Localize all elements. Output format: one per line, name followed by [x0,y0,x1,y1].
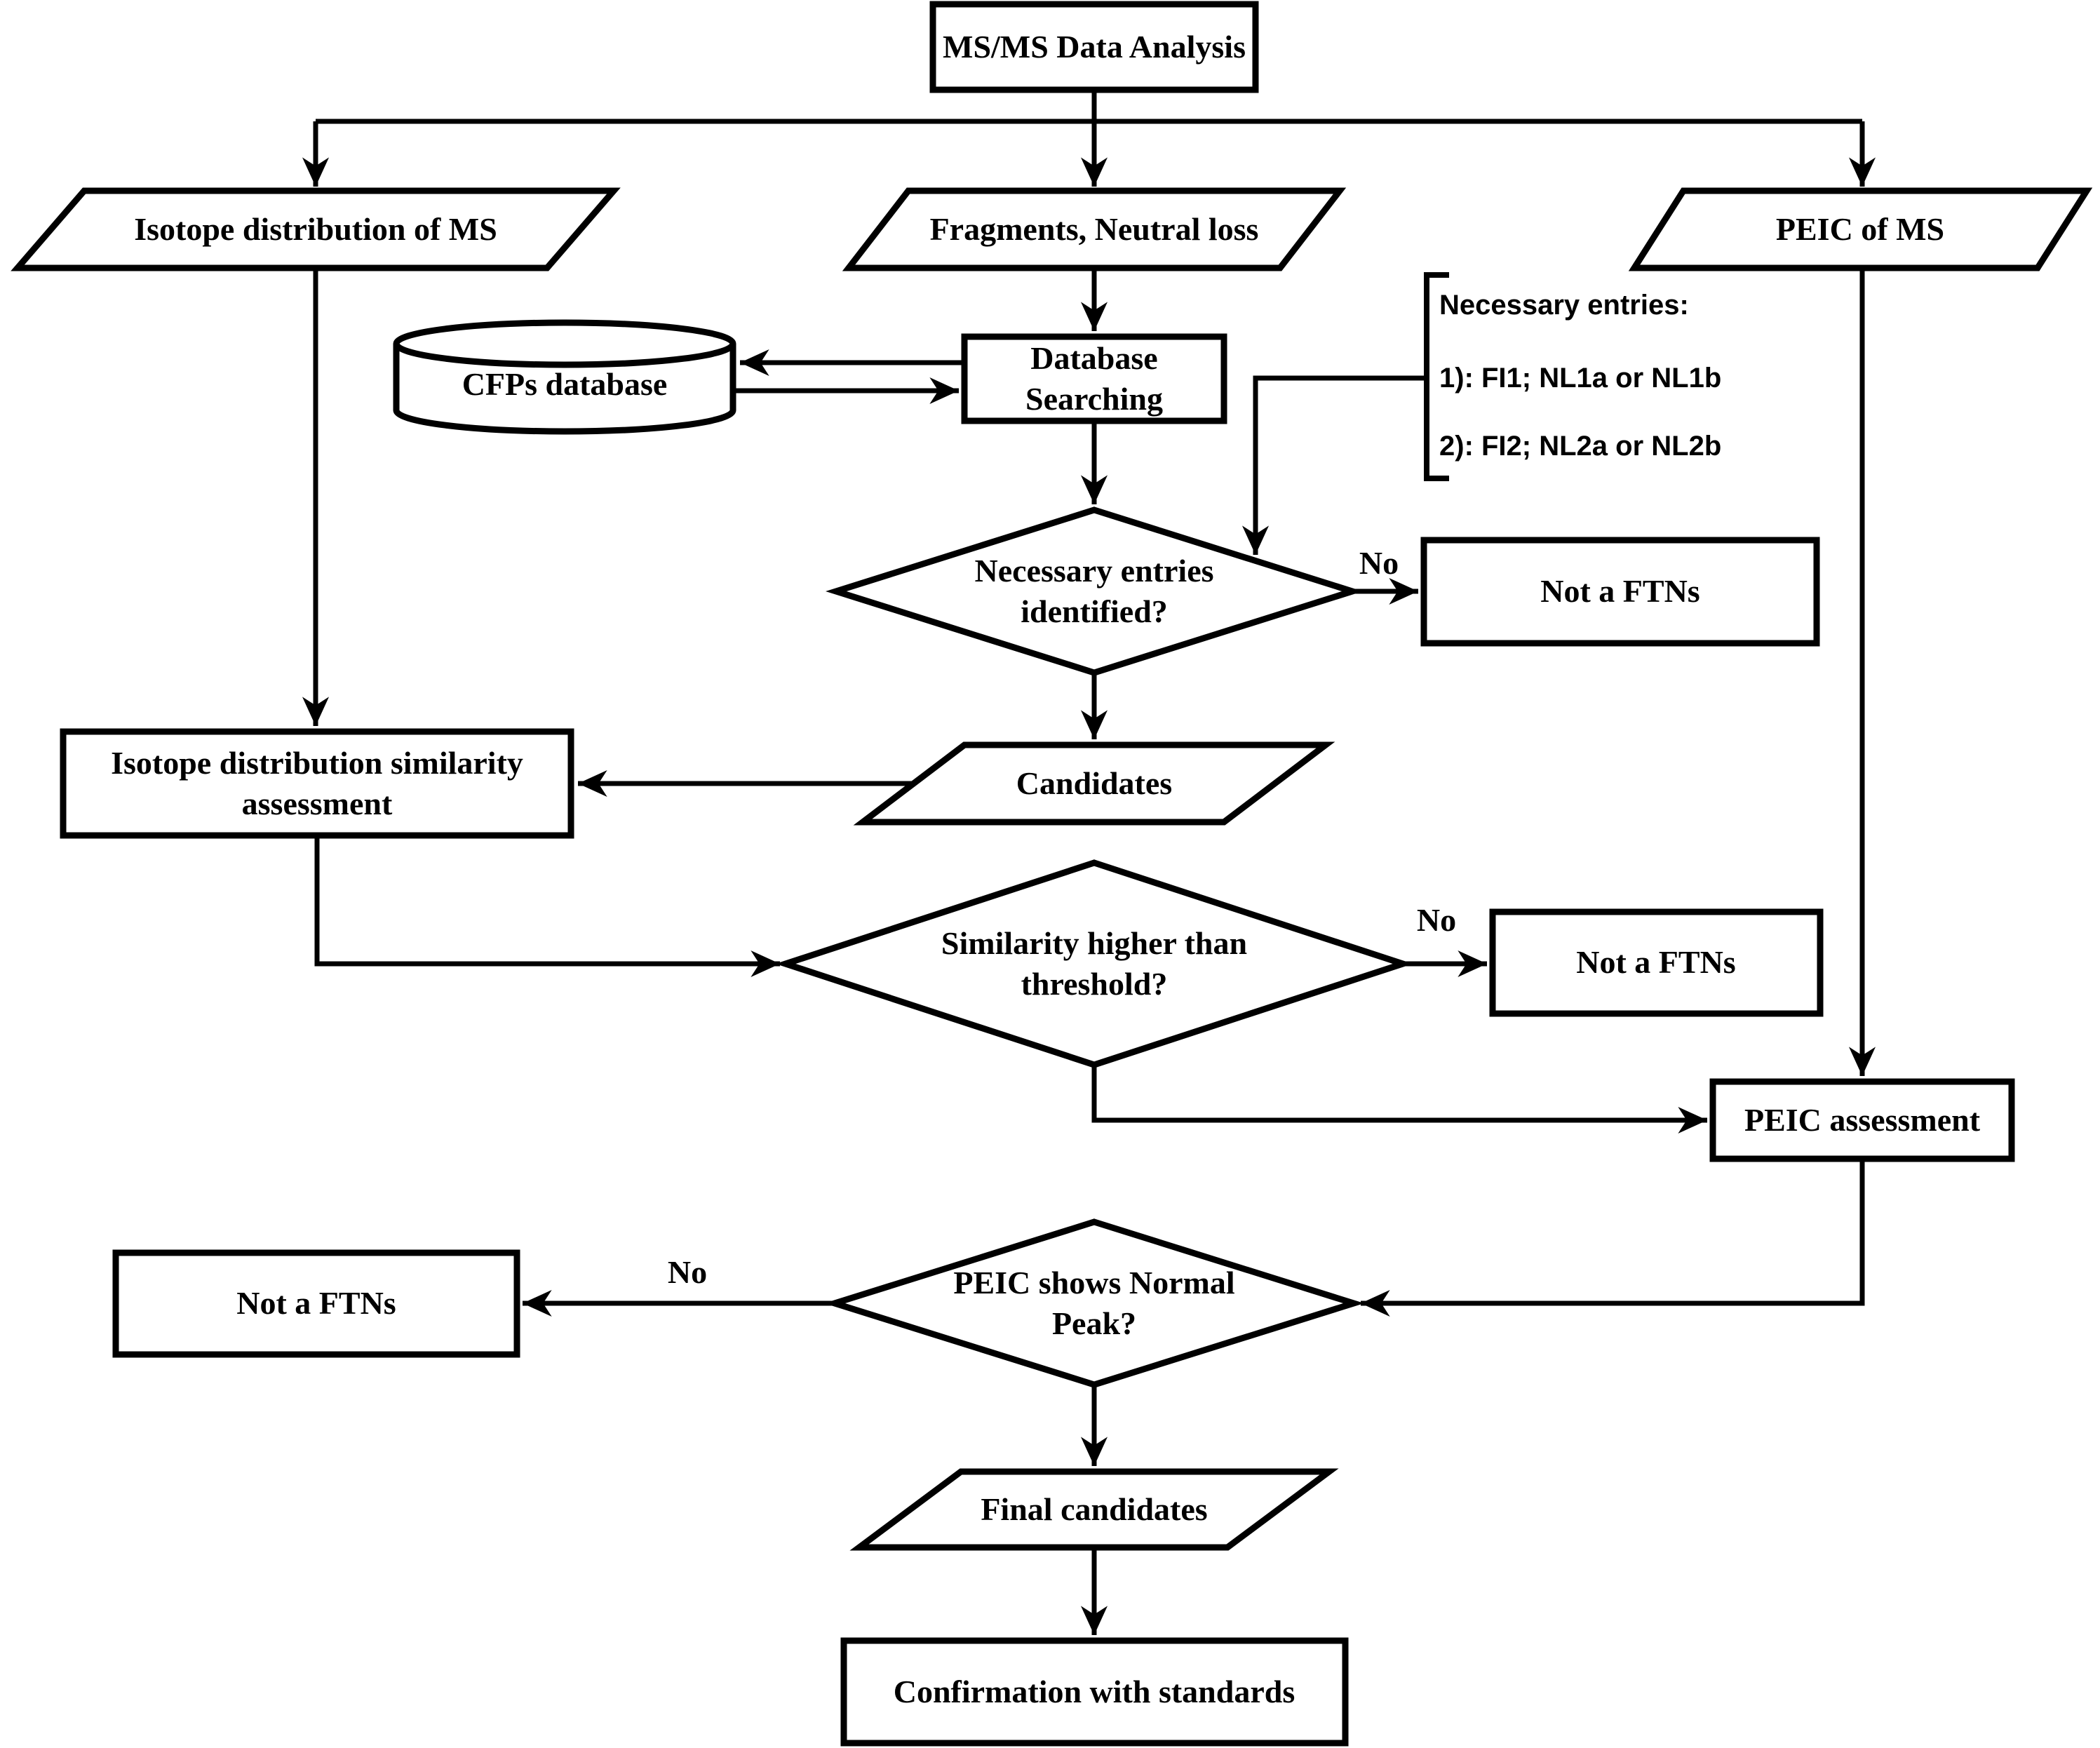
connectors [302,90,1876,1635]
note-title: Necessary entries: [1439,290,1689,321]
arrow-note-to-necessary-q [1241,375,1427,555]
note-item-1: 1): FI1; NL1a or NL1b [1439,363,1722,394]
node-peic-q [823,1218,1365,1388]
node-peic-assessment-label: PEIC assessment [1744,1102,1981,1138]
node-similarity-q-label: Similarity higher than threshold? [941,925,1248,1002]
node-database-searching-label: Database Searching [1025,340,1163,417]
cylinder-body [393,344,736,435]
node-not-ftn-3 [112,1249,520,1358]
node-isotope-input-label: Isotope distribution of MS [134,211,497,248]
arrow-assessment-to-similarity-q [314,835,780,978]
node-fragments-input [842,187,1347,271]
node-peic-input [1628,187,2093,271]
edge-label-no-1: No [1359,545,1399,581]
node-confirmation-label: Confirmation with standards [893,1674,1295,1710]
node-candidates-label: Candidates [1016,765,1173,802]
node-not-ftn-1-label: Not a FTNs [1540,573,1700,610]
shapes [11,1,2093,1747]
node-peic-q-label: PEIC shows Normal Peak? [953,1265,1235,1341]
node-final-candidates-label: Final candidates [981,1491,1208,1528]
arrow-similarity-yes-to-peic-assessment [1091,1065,1707,1134]
node-database-searching [961,333,1227,424]
node-necessary-entries-q [826,506,1363,676]
node-not-ftn-1 [1420,537,1820,647]
node-not-ftn-2-label: Not a FTNs [1576,944,1736,981]
edge-label-no-2: No [1416,902,1457,939]
node-start-label: MS/MS Data Analysis [943,29,1246,65]
node-candidates [853,741,1335,826]
node-similarity-assessment-label: Isotope distribution similarity assessme… [111,745,523,821]
arrow-peic-assessment-to-peic-q [1361,1159,1865,1317]
node-final-candidates [849,1468,1339,1551]
node-fragments-input-label: Fragments, Neutral loss [929,211,1259,248]
node-not-ftn-2 [1489,908,1824,1017]
node-not-ftn-3-label: Not a FTNs [236,1285,396,1322]
node-similarity-assessment [60,728,574,839]
node-confirmation [840,1637,1349,1747]
node-necessary-entries-q-label: Necessary entries identified? [974,553,1214,629]
note-item-2: 2): FI2; NL2a or NL2b [1439,431,1722,462]
node-start [929,1,1259,93]
node-cfps-database [393,319,736,435]
node-cfps-database-label: CFPs database [462,366,668,403]
node-isotope-input [11,187,621,271]
node-peic-assessment [1709,1078,2015,1162]
node-similarity-q [775,859,1413,1068]
note-bracket [1424,272,1449,481]
node-peic-input-label: PEIC of MS [1775,211,1945,248]
cylinder-top [393,319,736,368]
edge-label-no-3: No [667,1254,708,1291]
